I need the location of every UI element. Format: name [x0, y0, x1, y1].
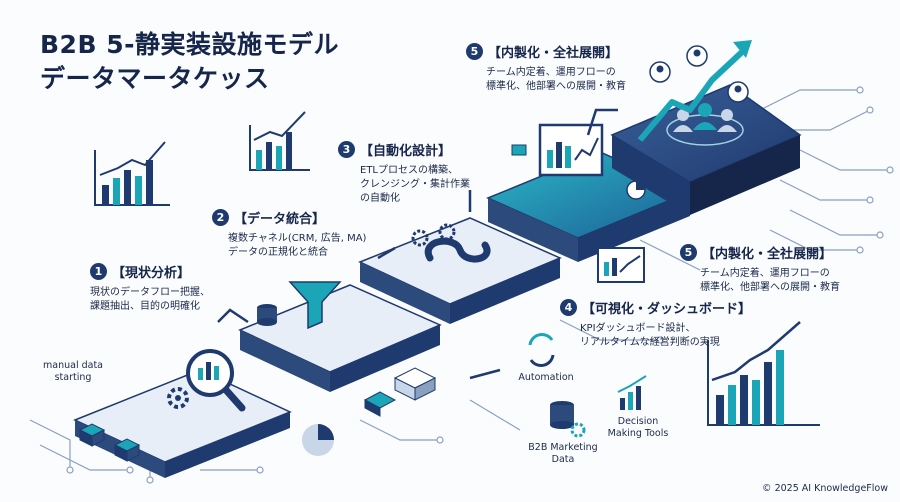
step-heading: 【可視化・ダッシュボード】 [582, 302, 752, 317]
page-title: B2B 5-静実装設施モデル データマータケッス [40, 28, 339, 96]
step-description: チーム内定着、運用フローの 標準化、他部署への展開・教育 [700, 268, 840, 293]
platform-3 [358, 217, 562, 324]
step-3: 3 【自動化設計】 ETLプロセスの構築、 クレンジング・集計作業 の自動化 [338, 140, 470, 206]
step-5-right: 5 【内製化・全社展開】 チーム内定着、運用フローの 標準化、他部署への展開・教育 [680, 243, 840, 295]
bar-chart-icon [249, 111, 310, 171]
title-line-1: B2B 5-静実装設施モデル [40, 30, 339, 59]
step-2: 2 【データ統合】 複数チャネル(CRM, 広告, MA) データの正規化と統合 [212, 208, 366, 260]
database-icon [550, 401, 586, 438]
manual-data-label: manual data starting [43, 360, 103, 383]
sync-icon [528, 333, 555, 367]
step-heading: 【現状分析】 [112, 266, 191, 281]
data-cubes [78, 367, 437, 462]
arrow-up-icon [637, 49, 745, 142]
gear-icon [411, 229, 429, 247]
flow-arrows [217, 108, 618, 380]
step-number: 2 [212, 209, 229, 226]
step-heading: 【内製化・全社展開】 [702, 247, 833, 262]
step-description: ETLプロセスの構築、 クレンジング・集計作業 の自動化 [360, 165, 470, 204]
step-heading: 【データ統合】 [234, 212, 326, 227]
circuit-nodes [66, 86, 894, 484]
step-number: 4 [560, 299, 577, 316]
pie-chart-icon [302, 424, 334, 456]
gear-icon [167, 387, 189, 409]
step-description: チーム内定着、運用フローの 標準化、他部署への展開・教育 [486, 67, 626, 92]
gear-icon [438, 223, 456, 241]
platform-5 [610, 40, 802, 215]
step-description: 現状のデータフロー把握、 課題抽出、目的の明確化 [90, 287, 210, 312]
step-5-top: 5 【内製化・全社展開】 チーム内定着、運用フローの 標準化、他部署への展開・教育 [466, 42, 626, 94]
step-4: 4 【可視化・ダッシュボード】 KPIダッシュボード設計、 リアルタイムな経営判断… [560, 298, 751, 350]
bar-chart-icon [617, 375, 647, 410]
step-description: KPIダッシュボード設計、 リアルタイムな経営判断の実現 [580, 323, 720, 348]
funnel-icon [288, 281, 342, 330]
people-icon [673, 103, 737, 132]
platform-2 [238, 281, 442, 392]
copyright-text: © 2025 AI KnowledgeFlow [762, 483, 888, 494]
step-number: 5 [680, 244, 697, 261]
decision-tools-label: Decision Making Tools [607, 416, 669, 439]
step-number: 5 [466, 43, 483, 60]
sync-icon [424, 237, 491, 263]
step-heading: 【内製化・全社展開】 [488, 46, 619, 61]
step-1: 1 【現状分析】 現状のデータフロー把握、 課題抽出、目的の明確化 [90, 262, 210, 314]
title-line-2: データマータケッス [40, 64, 270, 93]
b2b-data-label: B2B Marketing Data [528, 442, 598, 465]
bar-chart-icon [707, 321, 820, 426]
step-heading: 【自動化設計】 [360, 144, 452, 159]
step-description: 複数チャネル(CRM, 広告, MA) データの正規化と統合 [228, 233, 367, 258]
step-number: 1 [90, 263, 107, 280]
step-number: 3 [338, 141, 355, 158]
automation-label: Automation [518, 372, 574, 383]
bar-chart-icon [94, 141, 170, 206]
